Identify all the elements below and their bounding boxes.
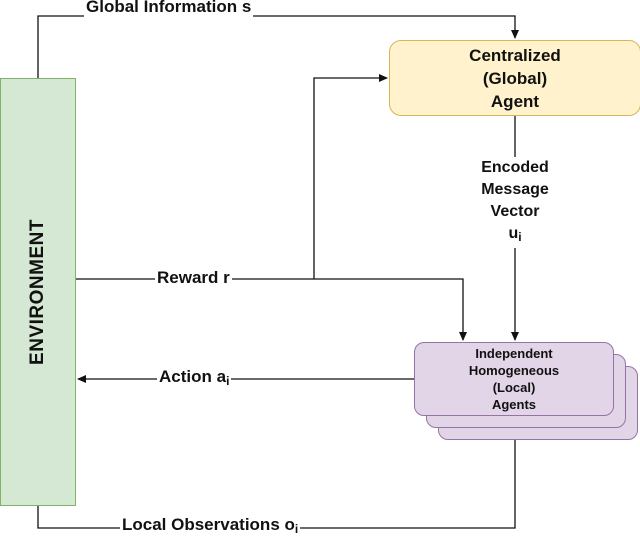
local-agents-line: Independent — [475, 346, 553, 361]
local-agents-line: (Local) — [492, 380, 536, 395]
local-agents-line: Agents — [491, 397, 537, 412]
central-agent-box: Centralized (Global) Agent — [389, 40, 640, 116]
action-label-text: Action a — [159, 367, 227, 386]
central-agent-line: Agent — [490, 91, 540, 111]
local-obs-label-subscript: i — [294, 522, 299, 536]
central-agent-line: Centralized — [469, 45, 561, 65]
reward-to-local-arrow — [76, 278, 467, 341]
reward-to-central-arrow — [313, 74, 388, 279]
message-label: Encoded Message Vector ui — [468, 157, 562, 248]
local-agents-box: Independent Homogeneous (Local) Agents — [414, 342, 614, 416]
local-agents-line: Homogeneous — [468, 363, 560, 378]
action-label: Action ai — [157, 367, 232, 388]
reward-label: Reward r — [155, 268, 232, 288]
local-obs-label-text: Local Observations o — [122, 515, 295, 534]
environment-label: ENVIRONMENT — [27, 219, 48, 365]
global-info-label: Global Information s — [84, 0, 254, 17]
global-info-arrow — [37, 15, 519, 78]
message-line: Vector — [490, 203, 540, 220]
action-label-subscript: i — [226, 374, 230, 388]
environment-box: ENVIRONMENT — [0, 78, 76, 506]
message-line: Message — [481, 181, 549, 198]
local-obs-label: Local Observations oi — [120, 515, 301, 536]
message-subscript: i — [518, 230, 522, 244]
central-agent-line: (Global) — [482, 68, 548, 88]
message-symbol: u — [508, 225, 519, 242]
message-line-symbol: ui — [468, 223, 562, 248]
message-line: Encoded — [481, 159, 549, 176]
